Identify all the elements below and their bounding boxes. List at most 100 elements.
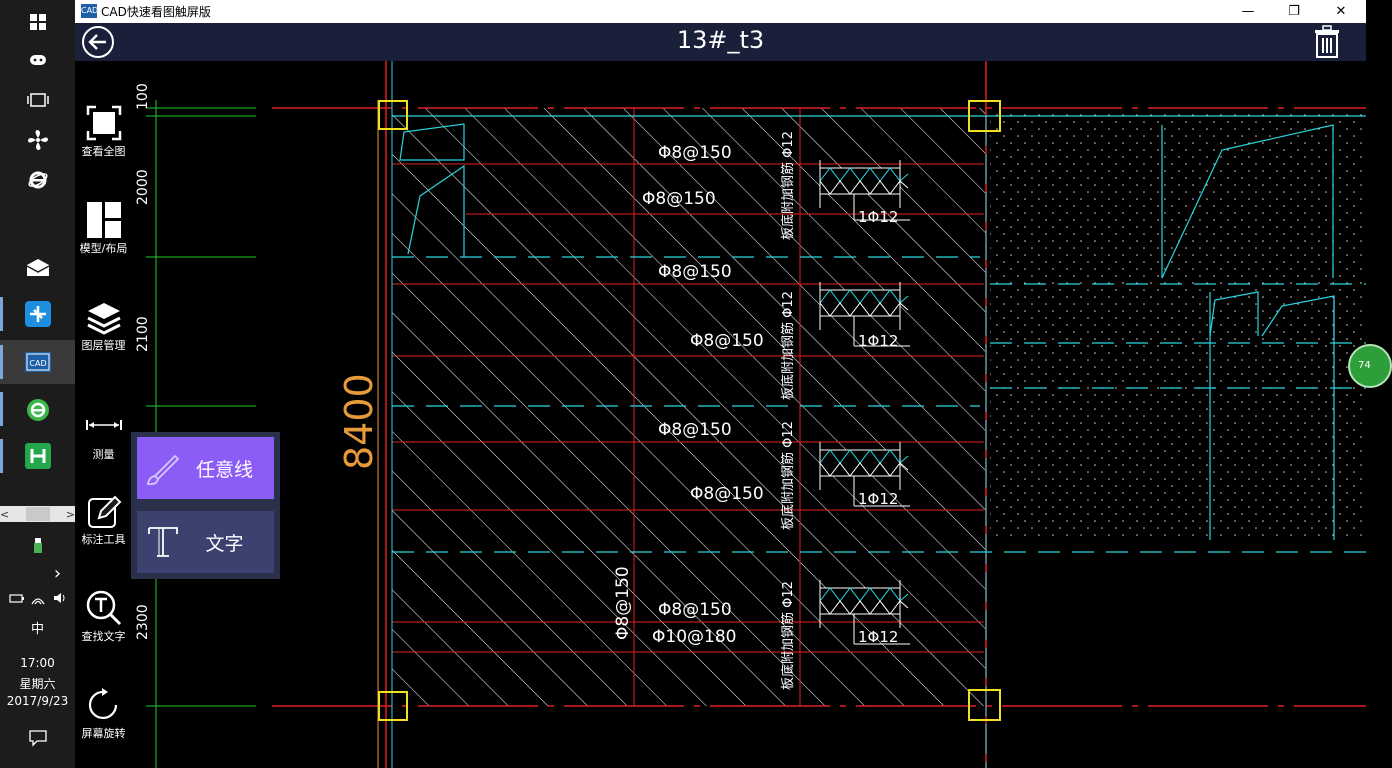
app-logo-icon: CAD bbox=[81, 4, 98, 18]
clock-day[interactable]: 星期六 bbox=[19, 677, 56, 691]
tool-label: 查看全图 bbox=[81, 145, 126, 158]
rebar-small-label: 1Φ12 bbox=[858, 332, 898, 350]
clock-time[interactable]: 17:00 bbox=[20, 656, 55, 670]
dimension-texts: 100 2000 2100 2300 bbox=[135, 83, 151, 640]
tool-annotate[interactable]: 标注工具 bbox=[75, 485, 132, 547]
system-tray-icons[interactable] bbox=[0, 576, 75, 620]
brush-icon bbox=[146, 454, 180, 486]
window-title: CAD快速看图触屏版 bbox=[101, 5, 211, 19]
tool-layers[interactable]: 图层管理 bbox=[75, 291, 132, 353]
text-annotation-button[interactable]: 文字 bbox=[137, 511, 274, 573]
scroll-thumb[interactable] bbox=[25, 507, 50, 521]
clock-date[interactable]: 2017/9/23 bbox=[6, 694, 69, 708]
rebar-detail-symbols bbox=[819, 160, 910, 645]
text-annotation-label: 文字 bbox=[205, 532, 244, 555]
green-h-app-icon[interactable] bbox=[0, 434, 75, 478]
floating-status-badge[interactable]: 74 bbox=[1348, 344, 1392, 388]
layers-icon bbox=[86, 303, 121, 335]
layout-icon bbox=[86, 202, 121, 238]
pinwheel-app-icon[interactable] bbox=[0, 118, 75, 162]
vertical-notes: 板底附加钢筋 Φ12 板底附加钢筋 Φ12 板底附加钢筋 Φ12 板底附加钢筋 … bbox=[780, 131, 796, 690]
small-rebar-labels: 1Φ12 1Φ12 1Φ12 1Φ12 bbox=[858, 208, 898, 646]
tool-find-text[interactable]: 查找文字 bbox=[75, 582, 132, 644]
close-window-button[interactable]: ✕ bbox=[1335, 4, 1347, 19]
tool-rotate-screen[interactable]: 屏幕旋转 bbox=[75, 679, 132, 741]
annotate-icon bbox=[87, 495, 121, 528]
windows-taskbar: CAD < > › 中 17:00 星期六 2017/9/23 bbox=[0, 0, 75, 768]
windows-start-icon[interactable] bbox=[0, 0, 75, 44]
measure-icon bbox=[85, 420, 122, 430]
rebar-label: Φ8@150 bbox=[658, 262, 732, 282]
action-center-icon[interactable] bbox=[0, 716, 75, 760]
cad-app-taskbar-icon[interactable]: CAD bbox=[0, 340, 75, 384]
usb-device-icon[interactable] bbox=[0, 524, 75, 568]
tool-label: 测量 bbox=[92, 448, 115, 461]
rebar-small-label: 1Φ12 bbox=[858, 208, 898, 226]
tool-label: 标注工具 bbox=[81, 533, 126, 546]
tool-label: 模型/布局 bbox=[79, 242, 128, 255]
selection-grips[interactable] bbox=[378, 100, 1001, 721]
svg-text:CAD: CAD bbox=[29, 359, 46, 368]
back-button[interactable] bbox=[81, 25, 115, 59]
freehand-line-label: 任意线 bbox=[195, 458, 253, 481]
dim-2100: 2100 bbox=[135, 316, 151, 352]
taskbar-running-indicator bbox=[0, 392, 3, 426]
back-arrow-icon bbox=[82, 26, 114, 58]
rebar-label: Φ8@150 bbox=[690, 331, 764, 351]
dim-2300: 2300 bbox=[135, 604, 151, 640]
ie-browser-icon[interactable] bbox=[0, 158, 75, 202]
expand-tray-icon[interactable]: › bbox=[53, 563, 62, 584]
vertical-note: 板底附加钢筋 Φ12 bbox=[780, 131, 796, 240]
rebar-label: Φ8@150 bbox=[642, 189, 716, 209]
rebar-label: Φ8@150 bbox=[658, 143, 732, 163]
tool-label: 屏幕旋转 bbox=[81, 727, 126, 740]
mail-icon[interactable] bbox=[0, 246, 75, 290]
cad-drawing-canvas[interactable]: 100 2000 2100 2300 8400 Φ8@150 Φ8@150 Φ8… bbox=[132, 61, 1366, 768]
fit-view-icon bbox=[86, 105, 121, 141]
rebar-label: Φ8@150 bbox=[690, 484, 764, 504]
tool-fit-view[interactable]: 查看全图 bbox=[75, 97, 132, 159]
tool-measure[interactable]: 测量 bbox=[75, 388, 132, 462]
vertical-note: 板底附加钢筋 Φ12 bbox=[780, 421, 796, 530]
minimize-button[interactable]: — bbox=[1241, 4, 1255, 19]
rebar-small-label: 1Φ12 bbox=[858, 628, 898, 646]
cortana-icon[interactable] bbox=[0, 38, 75, 82]
cyan-section-shapes bbox=[399, 123, 1335, 540]
cyan-dashed-lines bbox=[392, 256, 1366, 553]
freehand-line-button[interactable]: 任意线 bbox=[137, 437, 274, 499]
find-text-icon bbox=[86, 590, 121, 626]
dotted-region bbox=[990, 110, 1366, 540]
dim-2000: 2000 bbox=[135, 169, 151, 205]
tool-label: 图层管理 bbox=[81, 339, 126, 352]
dim-100: 100 bbox=[135, 83, 151, 110]
window-title-bar: CAD CAD快速看图触屏版 — ❐ ✕ bbox=[75, 0, 1366, 23]
taskbar-active-indicator bbox=[0, 345, 3, 379]
scroll-right-arrow[interactable]: > bbox=[65, 507, 75, 521]
app-header: 13#_t3 bbox=[75, 23, 1366, 61]
taskbar-scrollbar[interactable]: < > bbox=[0, 506, 75, 522]
blue-app-icon[interactable] bbox=[0, 292, 75, 336]
task-view-icon[interactable] bbox=[0, 78, 75, 122]
rebar-label-vertical: Φ8@150 bbox=[613, 566, 633, 640]
vertical-note: 板底附加钢筋 Φ12 bbox=[780, 581, 796, 690]
vertical-note: 板底附加钢筋 Φ12 bbox=[780, 291, 796, 400]
ime-indicator[interactable]: 中 bbox=[30, 622, 44, 637]
rotate-screen-icon bbox=[88, 688, 117, 720]
green-browser-icon[interactable] bbox=[0, 388, 75, 432]
rebar-labels: Φ8@150 Φ8@150 Φ8@150 Φ8@150 Φ8@150 Φ8@15… bbox=[613, 143, 764, 647]
maximize-button[interactable]: ❐ bbox=[1288, 4, 1300, 19]
rebar-label: Φ10@180 bbox=[652, 627, 736, 647]
document-title: 13#_t3 bbox=[676, 26, 765, 54]
taskbar-running-indicator bbox=[0, 297, 3, 331]
left-toolbar: 查看全图 模型/布局 图层管理 测量 标注工具 查找文字 屏幕旋转 bbox=[75, 61, 132, 768]
rebar-lines bbox=[392, 163, 984, 653]
tool-layout[interactable]: 模型/布局 bbox=[75, 194, 132, 256]
tool-label: 查找文字 bbox=[81, 630, 126, 643]
scroll-left-arrow[interactable]: < bbox=[0, 507, 10, 521]
rebar-small-label: 1Φ12 bbox=[858, 490, 898, 508]
delete-button[interactable] bbox=[1313, 25, 1341, 58]
annotation-popup-menu: 任意线 文字 bbox=[131, 432, 280, 579]
trash-icon bbox=[1315, 25, 1339, 58]
rebar-label: Φ8@150 bbox=[658, 420, 732, 440]
rebar-label: Φ8@150 bbox=[658, 600, 732, 620]
